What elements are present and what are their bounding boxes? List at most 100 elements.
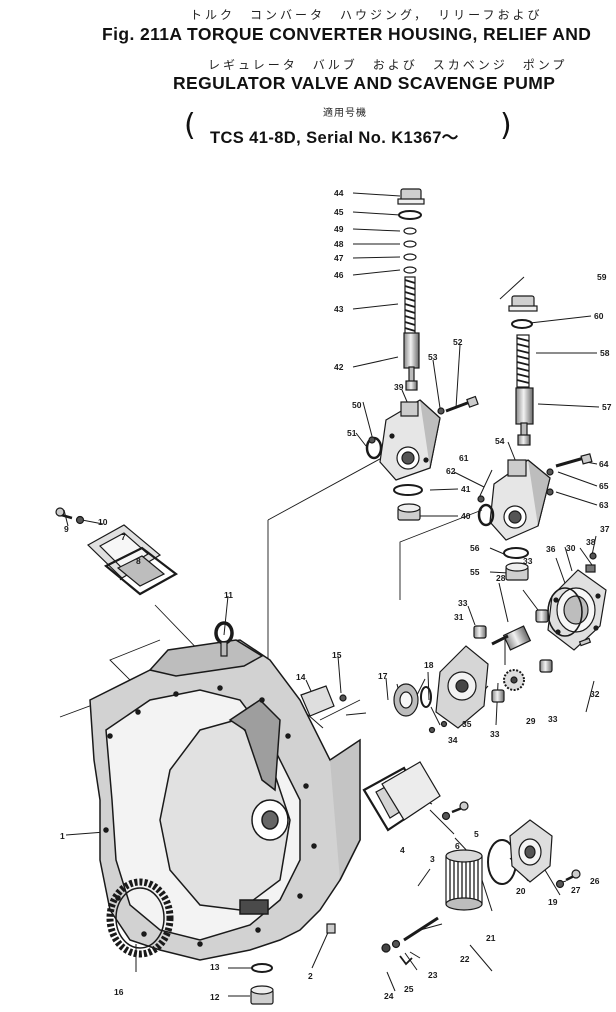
gasket-8: [103, 546, 179, 596]
callout-33a: 33: [523, 556, 533, 566]
driven-gear-29: [503, 669, 525, 691]
callout-21: 21: [486, 933, 496, 943]
bolt-5: [451, 801, 469, 814]
callout-31: 31: [454, 612, 464, 622]
o-ring-60: [511, 319, 533, 329]
callout-7: 7: [121, 532, 126, 542]
drive-gear-28: [491, 625, 532, 651]
callout-58: 58: [600, 348, 610, 358]
callout-28: 28: [496, 573, 506, 583]
callout-20: 20: [516, 886, 526, 896]
o-ring-41: [393, 484, 423, 496]
right-parenthesis: ): [500, 108, 512, 143]
filter-cover-19: [509, 819, 553, 883]
callout-29: 29: [526, 716, 536, 726]
relief-valve-stack: [365, 188, 479, 521]
callout-8: 8: [136, 556, 141, 566]
applicability-label: 適用号機: [323, 108, 367, 119]
valve-plug-44: [397, 188, 425, 205]
bolt-26: [565, 869, 581, 882]
callout-51: 51: [347, 428, 357, 438]
callout-47: 47: [334, 253, 344, 263]
callout-33c: 33: [548, 714, 558, 724]
spring-43: [404, 276, 416, 340]
washer-49: [403, 227, 417, 235]
upper-cover-group: [55, 507, 347, 717]
washer-47: [403, 253, 417, 261]
callout-54: 54: [495, 436, 505, 446]
washer-46: [403, 266, 417, 274]
washer-65: [546, 468, 554, 476]
callout-6: 6: [455, 841, 460, 851]
ring-gear-16: [106, 878, 174, 958]
callout-64: 64: [599, 459, 609, 469]
callout-60: 60: [594, 311, 604, 321]
washer-10: [75, 515, 85, 525]
callout-11: 11: [224, 590, 233, 600]
plug-61: [477, 495, 485, 503]
callout-33b: 33: [458, 598, 468, 608]
callout-4: 4: [400, 845, 405, 855]
o-ring-45: [398, 210, 422, 220]
figure-header: トルク コンバータ ハウジング， リリーフおよび Fig. 211A TORQU…: [0, 0, 616, 165]
valve-spool-57: [515, 387, 534, 446]
valve-body-39: [379, 399, 441, 481]
valve-spool-42: [403, 332, 420, 391]
drain-plug-12: [250, 985, 274, 1005]
callout-53: 53: [428, 352, 438, 362]
callout-22: 22: [460, 954, 470, 964]
plug-37: [589, 552, 597, 560]
bushings-33: [473, 609, 553, 703]
japanese-title-line-2: レギュレータ バルブ および スカベンジ ポンプ: [208, 58, 568, 72]
figure-title-line-1: Fig. 211A TORQUE CONVERTER HOUSING, RELI…: [102, 24, 592, 44]
callout-9: 9: [64, 524, 69, 534]
spring-58: [516, 334, 530, 388]
o-ring-13: [251, 963, 273, 973]
stud-22: [403, 916, 439, 942]
callout-39: 39: [394, 382, 404, 392]
side-cover-group: [362, 761, 469, 832]
callout-18: 18: [424, 660, 434, 670]
scavenge-pump-group: [393, 552, 607, 734]
callout-26: 26: [590, 876, 600, 886]
washer-53: [437, 407, 445, 415]
callout-52: 52: [453, 337, 463, 347]
callout-2: 2: [308, 971, 313, 981]
bolt-52: [445, 395, 479, 413]
callout-34: 34: [448, 735, 458, 745]
callout-5: 5: [474, 829, 479, 839]
bolt-64: [555, 453, 593, 468]
pin-32: [578, 637, 592, 647]
o-ring-62: [477, 503, 495, 527]
callout-10: 10: [98, 517, 108, 527]
callout-50: 50: [352, 400, 362, 410]
washer-27: [555, 879, 565, 889]
callout-36: 36: [546, 544, 556, 554]
callout-57: 57: [602, 402, 612, 412]
serial-applicability: TCS 41-8D, Serial No. K1367〜: [210, 129, 459, 147]
plug-63: [546, 488, 554, 496]
plug-40: [397, 503, 421, 521]
callout-labels: 44 45 49 48 47 46 43 42 39 51 50 53 52 4…: [60, 188, 612, 1002]
callout-41: 41: [461, 484, 471, 494]
callout-59: 59: [597, 272, 607, 282]
plug-2: [326, 923, 336, 934]
valve-plug-59: [508, 295, 538, 312]
callout-43: 43: [334, 304, 344, 314]
plate-14: [300, 685, 335, 717]
bolt-15: [339, 694, 347, 702]
o-ring-18: [420, 686, 432, 708]
callout-38: 38: [586, 537, 596, 547]
callout-24: 24: [384, 991, 394, 1001]
japanese-title-line-1: トルク コンバータ ハウジング， リリーフおよび: [190, 8, 543, 22]
callout-61: 61: [459, 453, 469, 463]
callout-23: 23: [428, 970, 438, 980]
callout-16: 16: [114, 987, 124, 997]
lifting-eye-11: [214, 621, 234, 657]
converter-housing-1: [89, 639, 361, 961]
callout-44: 44: [334, 188, 344, 198]
washer-23: [391, 939, 401, 949]
regulator-valve-stack: [477, 295, 593, 581]
nut-24: [381, 943, 391, 953]
callout-56: 56: [470, 543, 480, 553]
